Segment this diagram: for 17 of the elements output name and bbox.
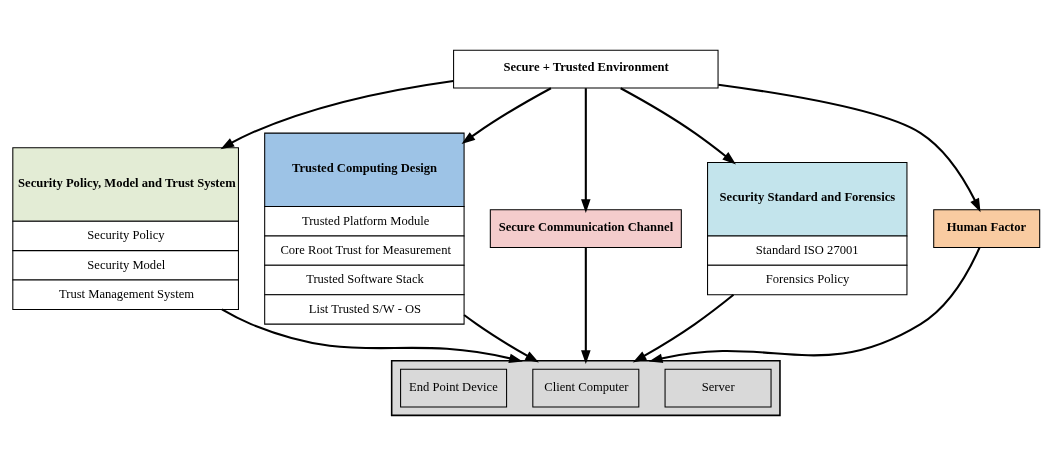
arrow bbox=[581, 87, 591, 213]
arrow bbox=[648, 246, 981, 363]
arrow bbox=[718, 83, 981, 212]
arrow bbox=[632, 293, 735, 362]
arrow bbox=[620, 86, 736, 164]
arrow bbox=[463, 313, 539, 362]
node-box: Client Computer bbox=[532, 368, 640, 408]
node-box: Secure Communication Channel bbox=[489, 208, 682, 248]
arrow bbox=[461, 86, 552, 144]
arrow bbox=[221, 308, 523, 363]
arrow bbox=[581, 247, 591, 364]
node-box: Secure + Trusted Environment bbox=[453, 49, 719, 88]
node-box: Human Factor bbox=[933, 208, 1041, 248]
cluster bbox=[390, 359, 781, 416]
arrow bbox=[220, 79, 454, 149]
node-box: End Point Device bbox=[400, 368, 508, 408]
node-box: Server bbox=[664, 368, 772, 408]
